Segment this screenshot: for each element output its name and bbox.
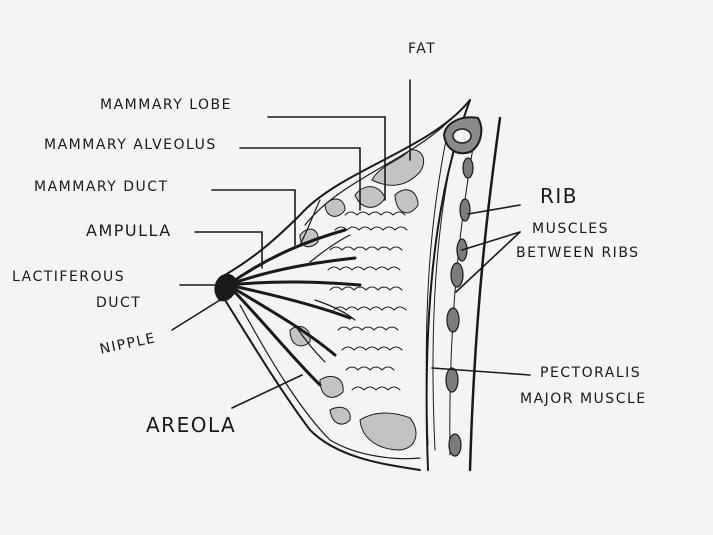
skin-inner-line	[239, 119, 451, 460]
lactiferous-ducts	[226, 228, 362, 387]
label-lactiferous-line1: LACTIFEROUS	[12, 269, 126, 285]
label-mammary-duct: MAMMARY DUCT	[34, 179, 169, 195]
fat-lobules	[289, 149, 425, 451]
label-mammary-alveolus: MAMMARY ALVEOLUS	[44, 137, 217, 153]
label-areola: AREOLA	[146, 413, 237, 437]
leader-nipple	[171, 299, 221, 331]
leader-lines	[171, 79, 531, 409]
breast-outline-lower	[224, 299, 421, 471]
label-muscles-line1: MUSCLES	[532, 221, 610, 237]
nipple	[214, 273, 237, 302]
alveoli-clusters	[327, 211, 408, 391]
label-ampulla: AMPULLA	[86, 221, 172, 240]
duct-branches	[294, 199, 356, 363]
label-muscles-line2: BETWEEN RIBS	[516, 245, 640, 261]
breast-outline	[224, 99, 471, 276]
pectoralis-fibers	[425, 129, 477, 456]
leader-areola	[231, 374, 303, 409]
label-pectoralis-line2: MAJOR MUSCLE	[520, 391, 647, 407]
label-pectoralis-line1: PECTORALIS	[540, 365, 642, 381]
label-mammary-lobe: MAMMARY LOBE	[100, 97, 232, 113]
leader-rib	[467, 204, 521, 215]
leader-muscles-1	[461, 231, 521, 251]
rib-top	[443, 116, 483, 155]
label-lactiferous-line2: DUCT	[96, 295, 142, 311]
label-fat: FAT	[408, 41, 437, 57]
chest-wall-outline	[468, 116, 502, 472]
leader-muscles-2	[455, 231, 521, 293]
ribs-column	[445, 157, 474, 457]
leader-pectoralis	[431, 367, 531, 376]
label-rib: RIB	[540, 184, 579, 208]
